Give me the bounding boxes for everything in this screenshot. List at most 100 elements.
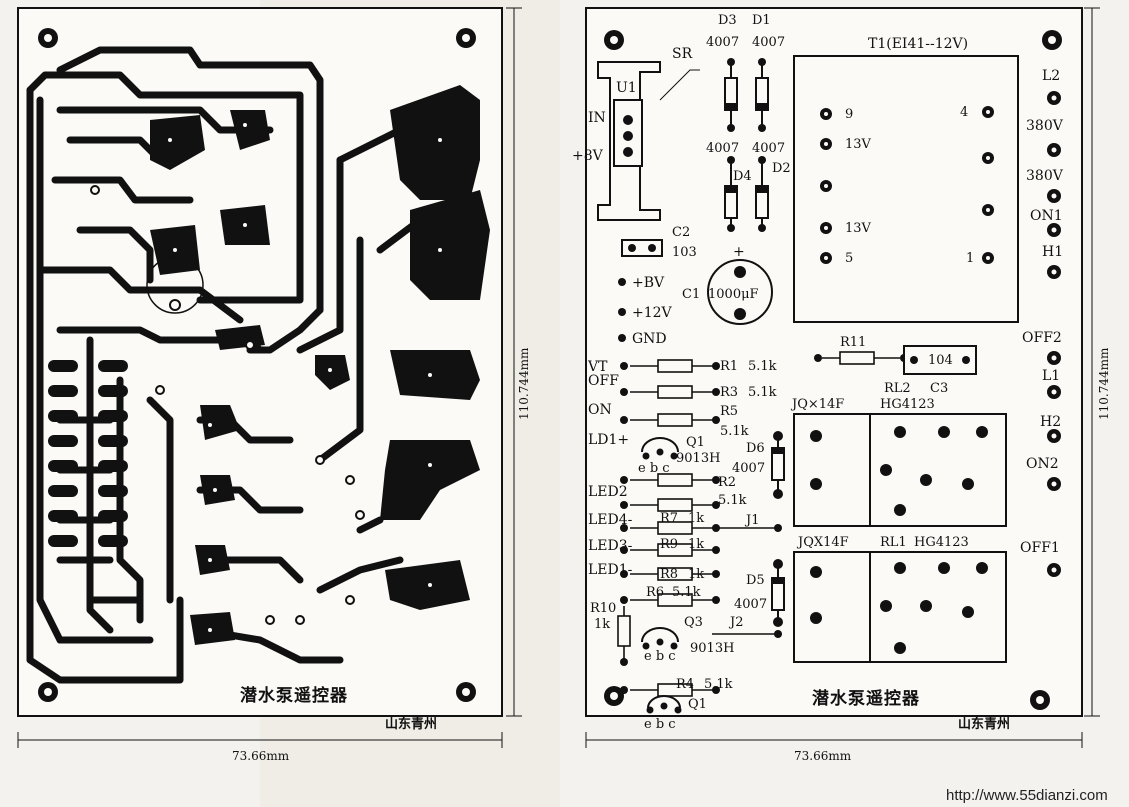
label-j1: J1 [744,513,759,528]
label-ld1: LD1+ [588,432,629,448]
label-q1-model: 9013H [676,451,720,466]
c2-capacitor [621,239,663,257]
label-d6-val: 4007 [732,461,765,476]
label-on2: ON2 [1026,456,1059,472]
label-t1-4: 4 [960,105,968,120]
label-d2: D2 [772,161,791,176]
left-height-label: 110.744mm [517,347,531,420]
diode-d5-d6-pads [773,431,783,627]
label-led2: LED2 [588,484,628,500]
label-t1-5: 5 [845,251,853,266]
label-r6-val: 5.1k [672,585,701,600]
label-jq14f: JQ×14F [790,397,844,412]
label-plus12v: +12V [632,305,673,321]
watermark-url: http://www.55dianzi.com [946,787,1108,804]
label-vt: VT [587,359,608,375]
label-r4: R4 [676,677,694,692]
label-r4-val: 5.1k [704,677,733,692]
label-j2: J2 [728,615,743,630]
label-ebc-3: e b c [644,717,676,732]
label-r6: R6 [646,585,664,600]
resistor-pads [620,354,908,694]
left-board-title: 潜水泵遥控器 [240,685,348,706]
label-d1: D1 [752,13,771,28]
label-t1-13v-a: 13V [845,137,872,152]
label-r3-val: 5.1k [748,385,777,400]
label-d4: D4 [733,169,752,184]
left-outline-circle [146,256,204,314]
label-r3: R3 [720,385,738,400]
label-h1: H1 [1042,244,1063,260]
transistor-pads [642,448,682,714]
label-r8: R8 [660,567,678,582]
right-dimension-lines [585,7,1100,748]
label-led4: LED4- [588,512,633,528]
left-board-maker: 山东青州 [385,716,437,732]
label-d3: D3 [718,13,737,28]
label-l2: L2 [1042,68,1060,84]
right-mounting-holes [604,30,1062,710]
label-in: IN [588,110,606,126]
label-r5: R5 [720,404,738,419]
t1-transformer-outline [793,55,1019,323]
label-plus8v: +8V [572,148,604,164]
label-rl1: RL1 [880,535,907,550]
label-380v-b: 380V [1026,168,1064,184]
label-ebc-1: e b c [638,461,670,476]
label-t1-1: 1 [966,251,974,266]
diodes-d5-d6 [771,436,785,622]
label-gnd: GND [632,331,667,347]
component-labels: D3 D1 4007 4007 SR U1 IN +8V T1(EI41--12… [572,13,1064,732]
label-c2-val: 103 [672,245,697,260]
left-mounting-holes [38,28,476,702]
right-width-label: 73.66mm [794,749,852,763]
label-ebc-2: e b c [644,649,676,664]
label-r5-val: 5.1k [720,424,749,439]
label-r2: R2 [718,475,736,490]
c3-capacitor [903,345,977,375]
left-drill-holes [90,121,444,634]
bridge-diodes [724,60,769,230]
label-q3: Q3 [684,615,703,630]
label-d4-val: 4007 [706,141,739,156]
label-r8-val: 1k [688,567,704,582]
c1-capacitor: + [707,244,773,325]
label-r10-val: 1k [594,617,610,632]
label-r7: R7 [660,511,678,526]
label-r1-val: 5.1k [748,359,777,374]
label-on1: ON1 [1030,208,1063,224]
label-rl2: RL2 [884,381,911,396]
label-u1: U1 [616,80,637,96]
right-board-title: 潜水泵遥控器 [812,688,920,709]
label-r1: R1 [720,359,738,374]
label-on: ON [588,402,612,418]
label-r9: R9 [660,537,678,552]
relays [793,413,1007,663]
relay-pads [810,426,988,654]
label-c3: C3 [930,381,948,396]
label-off: OFF [588,373,619,389]
label-t1: T1(EI41--12V) [868,36,968,52]
resistors [617,351,900,697]
label-t1-13v-b: 13V [845,221,872,236]
label-c1-val: 1000μF [708,287,759,302]
label-off2: OFF2 [1022,330,1062,346]
left-dimension-lines [17,7,522,748]
label-hg4123-1: HG4123 [914,535,969,550]
label-q1-top: Q1 [686,435,705,450]
label-led3: LED3- [588,538,633,554]
t1-pin-holes [824,110,990,260]
label-d5-val: 4007 [734,597,767,612]
left-board: 潜水泵遥控器 山东青州 73.66mm 110.744mm [17,7,531,763]
label-plus-bv: +BV [632,275,665,291]
label-d1-val: 4007 [752,35,785,50]
label-r2-val: 5.1k [718,493,747,508]
left-width-label: 73.66mm [232,749,290,763]
right-board-maker: 山东青州 [958,716,1010,732]
left-ic-pads [48,360,128,547]
u1-regulator [597,61,700,221]
label-d3-val: 4007 [706,35,739,50]
label-q1-bottom: Q1 [688,697,707,712]
